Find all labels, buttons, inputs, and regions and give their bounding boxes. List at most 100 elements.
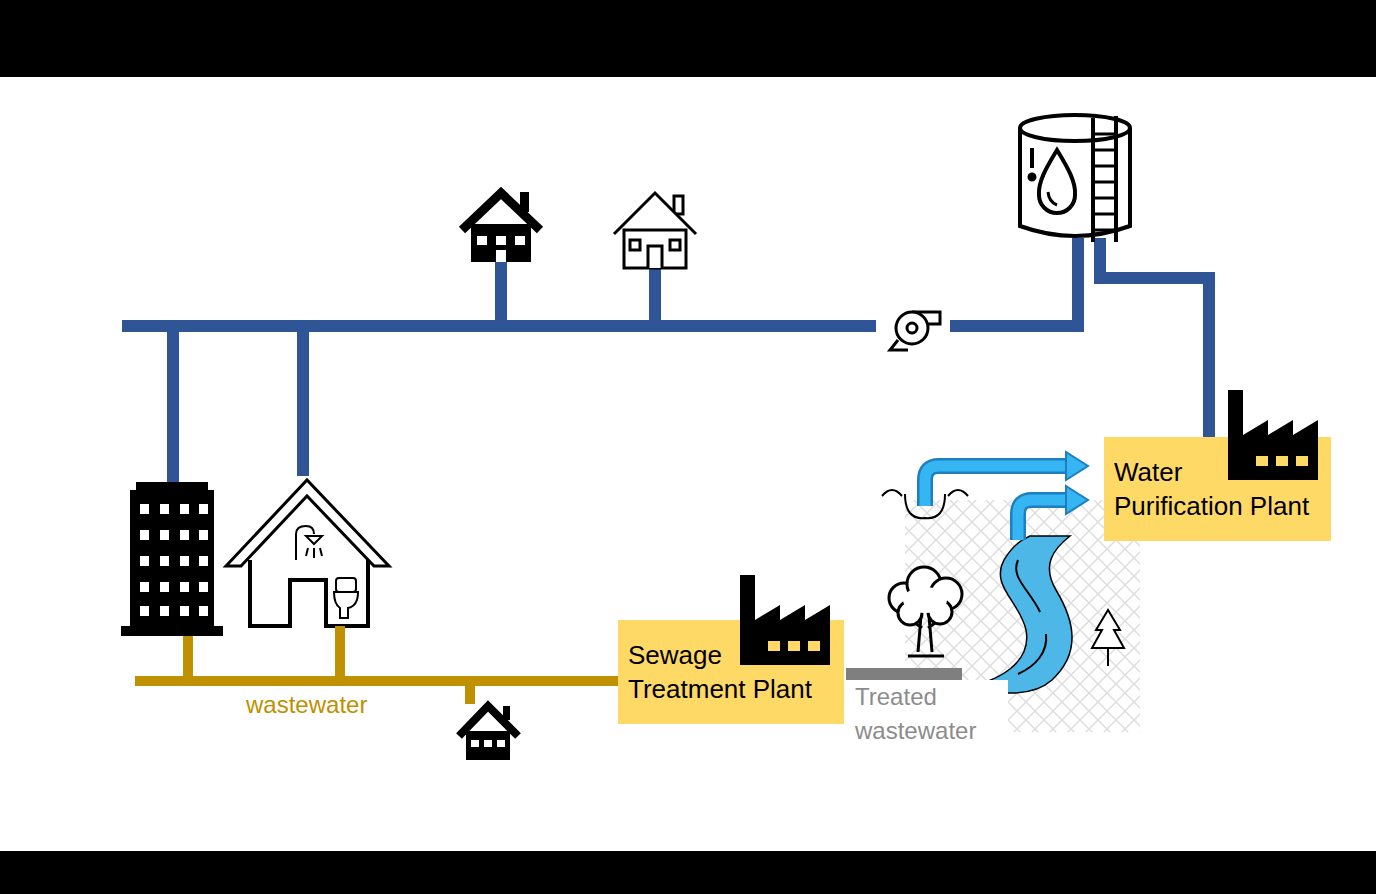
water-tank	[1030, 175, 1035, 180]
building-windows	[140, 530, 149, 540]
building-windows	[180, 530, 189, 540]
building-windows	[199, 556, 208, 566]
house-icon	[459, 706, 518, 760]
house-icon	[624, 230, 686, 268]
supply-pipe	[122, 238, 1209, 490]
house-icon	[471, 740, 479, 747]
river	[1016, 560, 1040, 612]
building-windows	[140, 556, 149, 566]
pump-symbol	[907, 323, 917, 333]
building-windows	[180, 582, 189, 592]
apartment-building	[121, 626, 223, 636]
river	[1018, 634, 1046, 674]
house-icon	[484, 740, 492, 747]
house-cutaway	[306, 536, 322, 544]
supply-pipe	[167, 326, 179, 490]
building-windows	[140, 582, 149, 592]
factory-icon	[740, 575, 830, 665]
factory-icon	[1296, 456, 1308, 466]
house-cutaway	[226, 480, 389, 566]
building-windows	[160, 606, 169, 616]
house-cutaway	[306, 548, 322, 558]
house-icon	[515, 236, 525, 245]
wastewater-pipe	[335, 626, 345, 681]
house-icon	[477, 236, 487, 245]
factory-icon	[788, 641, 800, 651]
house-cutaway	[296, 526, 314, 560]
intake-arrow	[1066, 486, 1088, 514]
wastewater-pipe	[465, 681, 475, 704]
tree	[903, 587, 947, 613]
house-icon	[520, 192, 529, 212]
pump-symbol	[890, 340, 908, 350]
outfall-label: Treated wastewater	[852, 680, 1008, 748]
supply-pipe	[649, 266, 661, 326]
pine-tree	[1107, 648, 1109, 666]
house-icon	[614, 193, 696, 268]
house-icon	[648, 246, 662, 268]
apartment-building	[130, 490, 214, 630]
house-icon	[614, 193, 696, 234]
building-windows	[140, 606, 149, 616]
water-tank	[1030, 148, 1034, 168]
factory-icon	[1276, 456, 1288, 466]
intake-arrow	[1018, 500, 1068, 540]
building-windows	[160, 556, 169, 566]
building-windows	[140, 504, 208, 616]
house-icon	[496, 250, 506, 262]
factory-icon	[1256, 456, 1268, 466]
house-icon	[497, 740, 505, 747]
house-cutaway	[334, 592, 358, 618]
factory-icon	[1228, 390, 1318, 480]
pine-tree	[1092, 610, 1124, 648]
house-cutaway	[336, 578, 356, 592]
building-windows	[140, 504, 149, 514]
tree	[889, 567, 962, 656]
building-windows	[160, 582, 169, 592]
house-cutaway	[226, 480, 389, 626]
tree	[908, 655, 944, 658]
pump-symbol	[890, 312, 940, 350]
plant-box: Sewage Treatment Plant	[618, 620, 844, 724]
frame-bars	[0, 851, 1376, 894]
wastewater-pipe	[135, 676, 618, 686]
water-tank	[1020, 115, 1130, 242]
supply-pipe	[950, 238, 1078, 326]
supply-pipe	[297, 326, 309, 476]
factory-icon	[740, 575, 832, 665]
river	[960, 536, 1072, 693]
water-tank	[1039, 150, 1075, 213]
frame-bars	[0, 0, 1376, 77]
building-windows	[199, 606, 208, 616]
house-icon	[630, 240, 640, 250]
water-tank	[1020, 128, 1130, 236]
building-windows	[180, 504, 189, 514]
building-windows	[199, 504, 208, 514]
house-icon	[471, 224, 531, 262]
river	[960, 536, 1072, 693]
apartment-building	[121, 482, 223, 636]
building-windows	[180, 606, 189, 616]
house-icon	[503, 706, 510, 720]
intake-arrow	[1066, 452, 1088, 480]
building-windows	[180, 556, 189, 566]
building-windows	[199, 582, 208, 592]
factory-icon	[808, 641, 820, 651]
plant-box: Water Purification Plant	[1104, 437, 1331, 541]
building-windows	[199, 530, 208, 540]
house-icon	[462, 192, 540, 262]
groundwater-symbol	[948, 490, 968, 496]
outfall-pipe	[846, 674, 962, 675]
building-windows	[160, 530, 169, 540]
water-tank	[1048, 192, 1057, 205]
intake-arrow	[1018, 486, 1088, 540]
water-tank	[1093, 134, 1116, 230]
wastewater-pipe	[183, 636, 193, 681]
factory-icon	[768, 641, 780, 651]
groundwater-symbol	[882, 490, 902, 496]
factory-icon	[1228, 390, 1320, 480]
house-icon	[466, 731, 510, 760]
pump-symbol	[896, 312, 928, 344]
